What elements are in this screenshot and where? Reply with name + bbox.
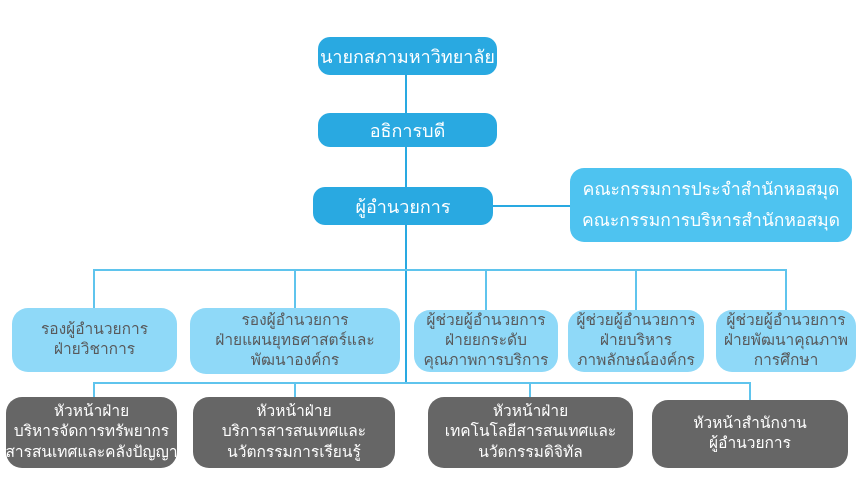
node-label-line: เทคโนโลยีสารสนเทศและ — [444, 423, 617, 441]
node-label-line: หัวหน้าฝ่าย — [53, 402, 130, 420]
node-head-director-office: หัวหน้าสำนักงาน ผู้อำนวยการ — [652, 400, 848, 468]
node-deputy-strategy: รองผู้อำนวยการ ฝ่ายแผนยุทธศาสตร์และ พัฒน… — [190, 308, 400, 374]
node-label-line: บริหารจัดการทรัพยากร — [13, 423, 170, 441]
node-label-line: สารสนเทศและคลังปัญญา — [5, 443, 178, 461]
node-assistant-education-quality: ผู้ช่วยผู้อำนวยการ ฝ่ายพัฒนาคุณภาพ การศึ… — [716, 310, 856, 372]
node-director: ผู้อำนวยการ — [313, 187, 493, 225]
connector-drop-head-1 — [93, 384, 95, 397]
node-label-line: ผู้ช่วยผู้อำนวยการ — [426, 311, 546, 329]
node-head-resource-management: หัวหน้าฝ่าย บริหารจัดการทรัพยากร สารสนเท… — [5, 397, 178, 468]
node-label-line: รองผู้อำนวยการ — [241, 311, 349, 329]
connector-drop-deputy-1 — [93, 271, 95, 308]
connector-director-committee — [493, 205, 570, 207]
node-label-line: นวัตกรรมการเรียนรู้ — [227, 443, 361, 461]
node-label-line: คณะกรรมการบริหารสำนักหอสมุด — [581, 210, 841, 230]
connector-council-rector — [405, 75, 407, 113]
connector-director-stem — [405, 225, 407, 383]
node-head-it-digital-innovation: หัวหน้าฝ่าย เทคโนโลยีสารสนเทศและ นวัตกรร… — [428, 397, 633, 468]
node-label-line: บริการสารสนเทศและ — [221, 423, 367, 441]
connector-drop-deputy-2 — [294, 271, 296, 308]
node-label-line: ฝ่ายวิชาการ — [53, 341, 136, 358]
connector-drop-deputy-4 — [635, 271, 637, 310]
connector-bus-heads — [93, 382, 751, 384]
node-label-line: คุณภาพการบริการ — [423, 352, 549, 370]
node-label-line: ผู้ช่วยผู้อำนวยการ — [726, 311, 846, 329]
connector-drop-head-3 — [529, 384, 531, 397]
node-head-information-services: หัวหน้าฝ่าย บริการสารสนเทศและ นวัตกรรมกา… — [193, 397, 395, 468]
node-label-line: ผู้อำนวยการ — [709, 435, 791, 452]
node-label: อธิการบดี — [369, 120, 446, 141]
node-label-line: ฝ่ายยกระดับ — [445, 331, 527, 349]
connector-drop-deputy-5 — [785, 271, 787, 310]
node-label-line: หัวหน้าฝ่าย — [492, 402, 569, 420]
node-label-line: คณะกรรมการประจำสำนักหอสมุด — [582, 179, 840, 200]
node-label-line: หัวหน้าฝ่าย — [256, 402, 332, 420]
node-library-committees: คณะกรรมการประจำสำนักหอสมุด คณะกรรมการบริ… — [570, 168, 852, 242]
connector-rector-director — [405, 147, 407, 187]
connector-drop-head-4 — [749, 384, 751, 400]
node-assistant-service-quality: ผู้ช่วยผู้อำนวยการ ฝ่ายยกระดับ คุณภาพการ… — [414, 310, 558, 372]
node-label-line: นวัตกรรมดิจิทัล — [478, 443, 583, 461]
node-label-line: ฝ่ายบริหาร — [599, 331, 673, 349]
node-label-line: พัฒนาองค์กร — [250, 352, 340, 370]
node-rector: อธิการบดี — [318, 113, 497, 147]
node-label-line: รองผู้อำนวยการ — [40, 320, 149, 338]
node-assistant-corporate-image: ผู้ช่วยผู้อำนวยการ ฝ่ายบริหาร ภาพลักษณ์อ… — [568, 310, 704, 372]
node-label-line: ผู้ช่วยผู้อำนวยการ — [576, 311, 696, 329]
connector-drop-deputy-3 — [485, 271, 487, 310]
node-label-line: ฝ่ายพัฒนาคุณภาพ — [723, 331, 849, 349]
node-label: นายกสภามหาวิทยาลัย — [320, 46, 495, 67]
node-label-line: การศึกษา — [753, 352, 819, 370]
node-label-line: ฝ่ายแผนยุทธศาสตร์และ — [215, 331, 375, 349]
connector-bus-deputies — [93, 269, 787, 271]
node-label-line: ภาพลักษณ์องค์กร — [577, 352, 695, 370]
node-label-line: หัวหน้าสำนักงาน — [693, 414, 807, 432]
node-university-council-president: นายกสภามหาวิทยาลัย — [318, 37, 497, 75]
node-deputy-academic: รองผู้อำนวยการ ฝ่ายวิชาการ — [12, 308, 177, 372]
node-label: ผู้อำนวยการ — [355, 196, 451, 217]
connector-drop-head-2 — [294, 384, 296, 397]
